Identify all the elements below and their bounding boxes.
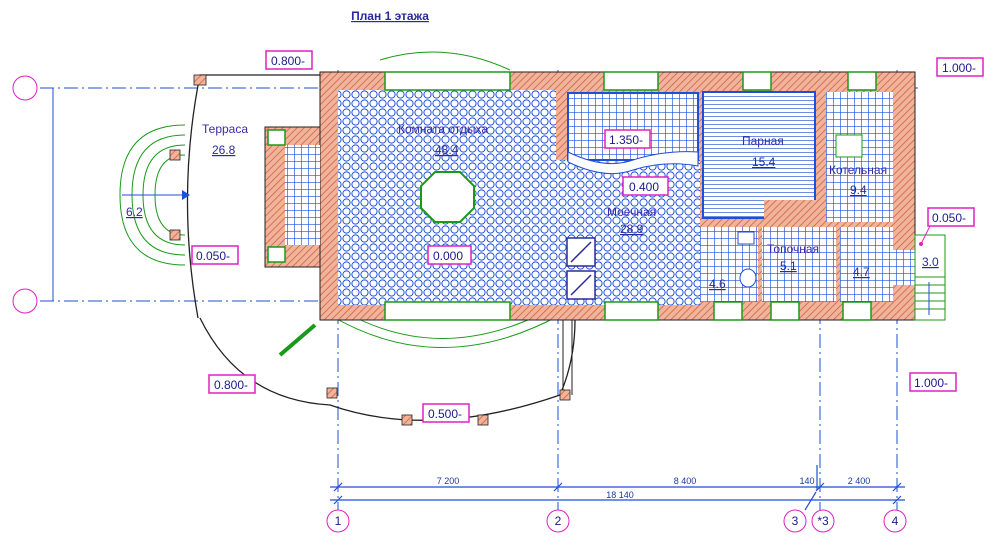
stair-treads <box>915 276 945 310</box>
wall <box>764 200 816 227</box>
room-area-rest: 48.4 <box>435 143 459 157</box>
steam-room-floor <box>702 91 816 219</box>
room-name-wash: Моечная <box>607 205 656 219</box>
boiler <box>835 134 863 158</box>
axis-label: 3 <box>792 514 799 528</box>
door-floor <box>893 250 915 285</box>
arrow-icon <box>182 190 190 200</box>
room-name-boiler: Котельная <box>829 163 887 177</box>
dimension-label: 2 400 <box>848 476 871 486</box>
level-tag: 0.400 <box>629 180 659 194</box>
level-tag: 0.800- <box>214 378 248 392</box>
axis-bubbles: 1 2 3 *3 4 <box>326 509 907 533</box>
windows <box>267 71 877 321</box>
level-tag: 0.050- <box>932 211 966 225</box>
level-tag: 0.500- <box>428 407 462 421</box>
level-tag: 0.800- <box>271 54 305 68</box>
room-area-boiler: 9.4 <box>850 183 867 197</box>
room-area-wc: 4.6 <box>709 277 726 291</box>
pool <box>567 92 699 161</box>
room-area-furnace: 5.1 <box>780 259 797 273</box>
axis-label: *3 <box>817 514 829 528</box>
pool-edge <box>567 151 699 175</box>
level-tag: 1.000- <box>914 376 948 390</box>
level-tags: 0.800- 1.000- 1.350- 0.400 0.050- 0.050-… <box>191 50 984 423</box>
level-tag: 1.000- <box>942 61 976 75</box>
room-area-porch: 3.0 <box>922 255 939 269</box>
hall-floor <box>840 227 893 302</box>
dimension-lines <box>330 465 905 511</box>
room-name-steam: Парная <box>742 134 784 148</box>
room-area-wash: 28.9 <box>620 222 644 236</box>
axis-label: 4 <box>892 514 899 528</box>
plan-title: План 1 этажа <box>351 9 429 23</box>
room-area-terrace: 26.8 <box>212 143 236 157</box>
toilet-icon <box>737 231 755 245</box>
shower-trays <box>566 237 596 300</box>
columns <box>169 74 571 426</box>
ramp <box>278 323 317 357</box>
room-name-furnace: Топочная <box>767 242 819 256</box>
level-tag: 0.050- <box>196 249 230 263</box>
axis-label: 2 <box>555 514 562 528</box>
vestibule-floor <box>285 145 320 245</box>
octagon-feature <box>420 171 475 223</box>
room-name-rest: Комната отдыха <box>398 122 488 136</box>
dimension-total: 18 140 <box>606 490 634 500</box>
room-area-steam: 15.4 <box>752 155 776 169</box>
sink-icon <box>739 268 757 288</box>
axis-bubble-b <box>12 288 38 314</box>
axis-label: 1 <box>335 514 342 528</box>
room-name-terrace: Терраса <box>202 122 248 136</box>
axis-bubble-a <box>12 75 38 101</box>
level-tag: 0.000 <box>433 249 463 263</box>
room-area-steps: 6.2 <box>126 205 143 219</box>
dimension-label: 8 400 <box>674 476 697 486</box>
dimension-label: 140 <box>799 476 814 486</box>
furnace-room-floor <box>762 227 836 302</box>
level-tag: 1.350- <box>609 133 643 147</box>
dimension-label: 7 200 <box>437 476 460 486</box>
room-area-hall: 4.7 <box>853 265 870 279</box>
